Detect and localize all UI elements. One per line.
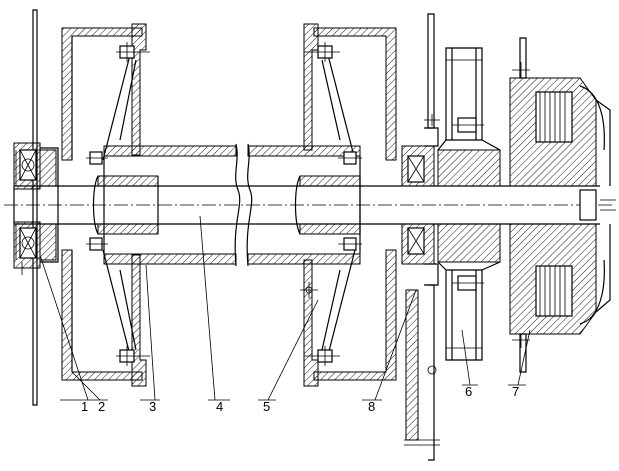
part-label-8: 8 (368, 399, 375, 414)
main-shaft (4, 185, 612, 225)
part-label-4: 4 (216, 399, 223, 414)
right-bearing-housing (401, 13, 440, 461)
part-label-5: 5 (263, 399, 270, 414)
part-labels: 1 2 3 4 5 8 6 7 (81, 384, 519, 414)
part-label-6: 6 (465, 384, 472, 399)
part-label-1: 1 (81, 399, 88, 414)
right-flange-bolts (300, 42, 362, 366)
drum-tube (103, 143, 361, 267)
part-label-2: 2 (98, 399, 105, 414)
sprocket-wheel (437, 47, 501, 361)
right-drum-cover (303, 23, 397, 387)
left-hub (92, 175, 159, 235)
left-bearing-housing (13, 142, 59, 275)
clutch-assembly (509, 37, 616, 373)
part-label-7: 7 (512, 384, 519, 399)
right-hub (294, 175, 361, 235)
part-label-3: 3 (149, 399, 156, 414)
left-flange-bolts (86, 42, 150, 366)
left-end-plate (30, 9, 40, 406)
leader-lines (39, 215, 531, 401)
